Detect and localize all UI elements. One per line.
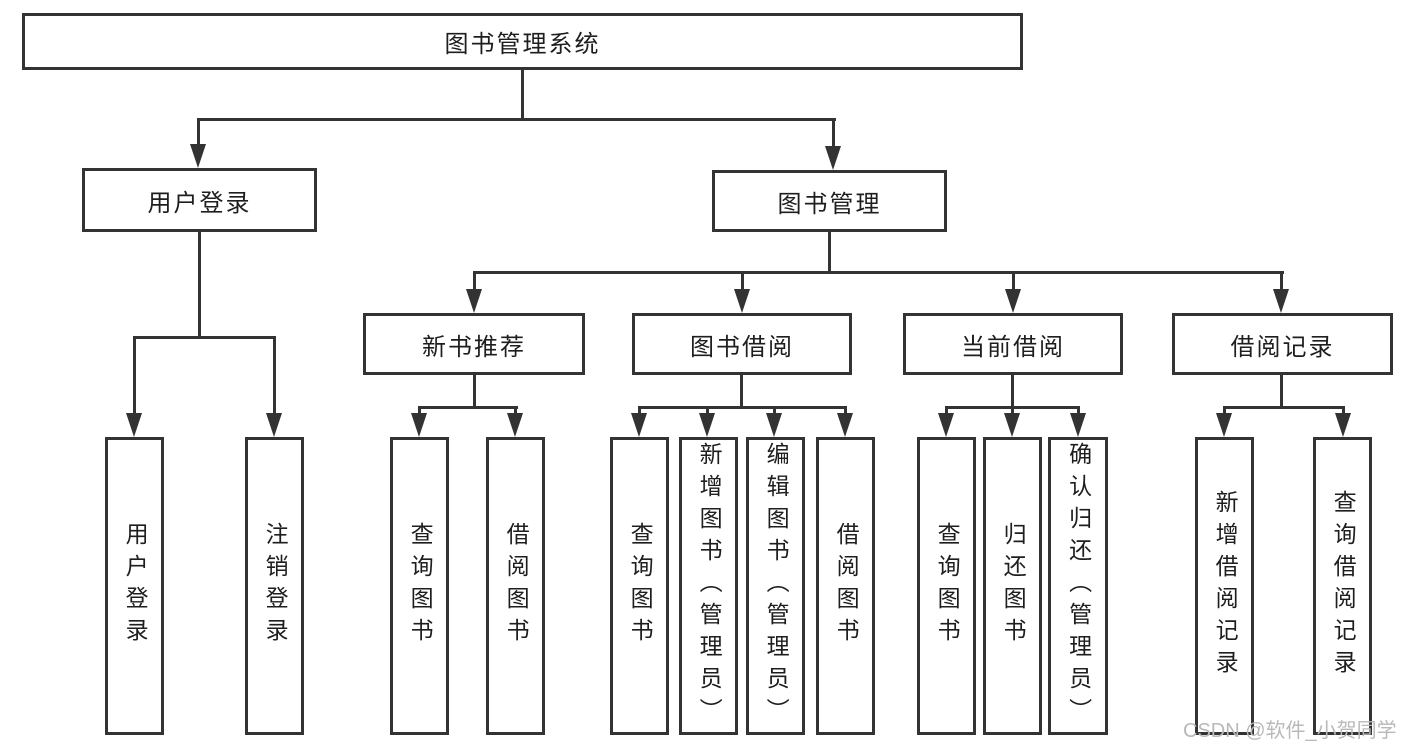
connector-line — [773, 406, 776, 417]
connector-line — [1280, 375, 1283, 409]
arrowhead-down-icon — [1004, 413, 1020, 437]
connector-line — [706, 406, 709, 417]
arrowhead-down-icon — [631, 413, 647, 437]
leaf-query-books-3: 查询图书 — [917, 437, 976, 735]
connector-line — [832, 118, 835, 150]
leaf-return-books: 归还图书 — [983, 437, 1042, 735]
connector-line — [1223, 406, 1345, 409]
node-book-borrow-label: 图书借阅 — [690, 333, 794, 361]
leaf-add-books-admin-label: 新增图书（管理员） — [696, 442, 723, 730]
node-borrow-records-label: 借阅记录 — [1230, 333, 1335, 361]
leaf-add-books-admin: 新增图书（管理员） — [679, 437, 738, 735]
connector-line — [473, 271, 1284, 274]
node-borrow-records: 借阅记录 — [1172, 313, 1393, 375]
leaf-user-login-label: 用户登录 — [122, 522, 149, 650]
leaf-query-borrow-record: 查询借阅记录 — [1313, 437, 1372, 735]
connector-line — [197, 118, 200, 148]
arrowhead-down-icon — [699, 413, 715, 437]
connector-line — [844, 406, 847, 417]
arrowhead-down-icon — [837, 413, 853, 437]
connector-line — [1280, 271, 1283, 293]
leaf-logout: 注销登录 — [245, 437, 304, 735]
node-root-label: 图书管理系统 — [444, 31, 601, 58]
node-current-borrow-label: 当前借阅 — [961, 333, 1065, 361]
arrowhead-down-icon — [766, 413, 782, 437]
arrowhead-down-icon — [734, 289, 750, 313]
connector-line — [133, 336, 136, 416]
connector-line — [473, 271, 476, 293]
leaf-add-borrow-record-label: 新增借阅记录 — [1212, 490, 1239, 682]
connector-line — [1011, 406, 1014, 417]
node-new-book-recommend: 新书推荐 — [363, 313, 585, 375]
csdn-watermark: CSDN @软件_小贺同学 — [1183, 720, 1397, 742]
connector-line — [1012, 271, 1015, 293]
node-book-management-label: 图书管理 — [777, 190, 882, 218]
connector-line — [1342, 406, 1345, 417]
leaf-borrow-books-1: 借阅图书 — [486, 437, 545, 735]
connector-line — [1077, 406, 1080, 417]
leaf-query-books-1-label: 查询图书 — [407, 522, 434, 650]
leaf-borrow-books-1-label: 借阅图书 — [503, 522, 530, 650]
leaf-confirm-return-admin-label: 确认归还（管理员） — [1065, 442, 1092, 730]
leaf-query-borrow-record-label: 查询借阅记录 — [1330, 490, 1357, 682]
arrowhead-down-icon — [190, 144, 206, 168]
arrowhead-down-icon — [1216, 413, 1232, 437]
leaf-query-books-3-label: 查询图书 — [934, 522, 961, 650]
connector-line — [828, 232, 831, 274]
arrowhead-down-icon — [1005, 289, 1021, 313]
leaf-borrow-books-2-label: 借阅图书 — [833, 522, 860, 650]
connector-line — [198, 232, 201, 339]
leaf-confirm-return-admin: 确认归还（管理员） — [1048, 437, 1108, 735]
connector-line — [418, 406, 421, 417]
leaf-return-books-label: 归还图书 — [1000, 522, 1027, 650]
node-new-book-recommend-label: 新书推荐 — [422, 333, 526, 361]
leaf-logout-label: 注销登录 — [262, 522, 289, 650]
leaf-add-borrow-record: 新增借阅记录 — [1195, 437, 1254, 735]
arrowhead-down-icon — [1335, 413, 1351, 437]
leaf-query-books-2: 查询图书 — [610, 437, 669, 735]
node-root: 图书管理系统 — [22, 13, 1023, 70]
arrowhead-down-icon — [825, 146, 841, 170]
arrowhead-down-icon — [507, 413, 523, 437]
connector-line — [133, 336, 276, 339]
leaf-user-login: 用户登录 — [105, 437, 164, 735]
connector-line — [418, 406, 518, 409]
arrowhead-down-icon — [411, 413, 427, 437]
leaf-edit-books-admin: 编辑图书（管理员） — [746, 437, 805, 735]
connector-line — [741, 271, 744, 293]
connector-line — [638, 406, 847, 409]
connector-line — [638, 406, 641, 417]
leaf-borrow-books-2: 借阅图书 — [816, 437, 875, 735]
arrowhead-down-icon — [1070, 413, 1086, 437]
connector-line — [273, 336, 276, 416]
connector-line — [1223, 406, 1226, 417]
connector-line — [473, 375, 476, 409]
connector-line — [1011, 375, 1014, 409]
connector-line — [945, 406, 948, 417]
arrowhead-down-icon — [266, 413, 282, 437]
connector-line — [514, 406, 517, 417]
node-user-login-label: 用户登录 — [147, 189, 252, 217]
leaf-edit-books-admin-label: 编辑图书（管理员） — [763, 442, 790, 730]
node-user-login: 用户登录 — [82, 168, 317, 232]
connector-line — [740, 375, 743, 409]
arrowhead-down-icon — [1273, 289, 1289, 313]
arrowhead-down-icon — [466, 289, 482, 313]
connector-line — [197, 118, 836, 121]
connector-line — [521, 70, 524, 120]
leaf-query-books-1: 查询图书 — [390, 437, 449, 735]
node-current-borrow: 当前借阅 — [903, 313, 1123, 375]
node-book-management: 图书管理 — [712, 170, 947, 232]
arrowhead-down-icon — [938, 413, 954, 437]
node-book-borrow: 图书借阅 — [632, 313, 852, 375]
leaf-query-books-2-label: 查询图书 — [627, 522, 654, 650]
arrowhead-down-icon — [126, 413, 142, 437]
